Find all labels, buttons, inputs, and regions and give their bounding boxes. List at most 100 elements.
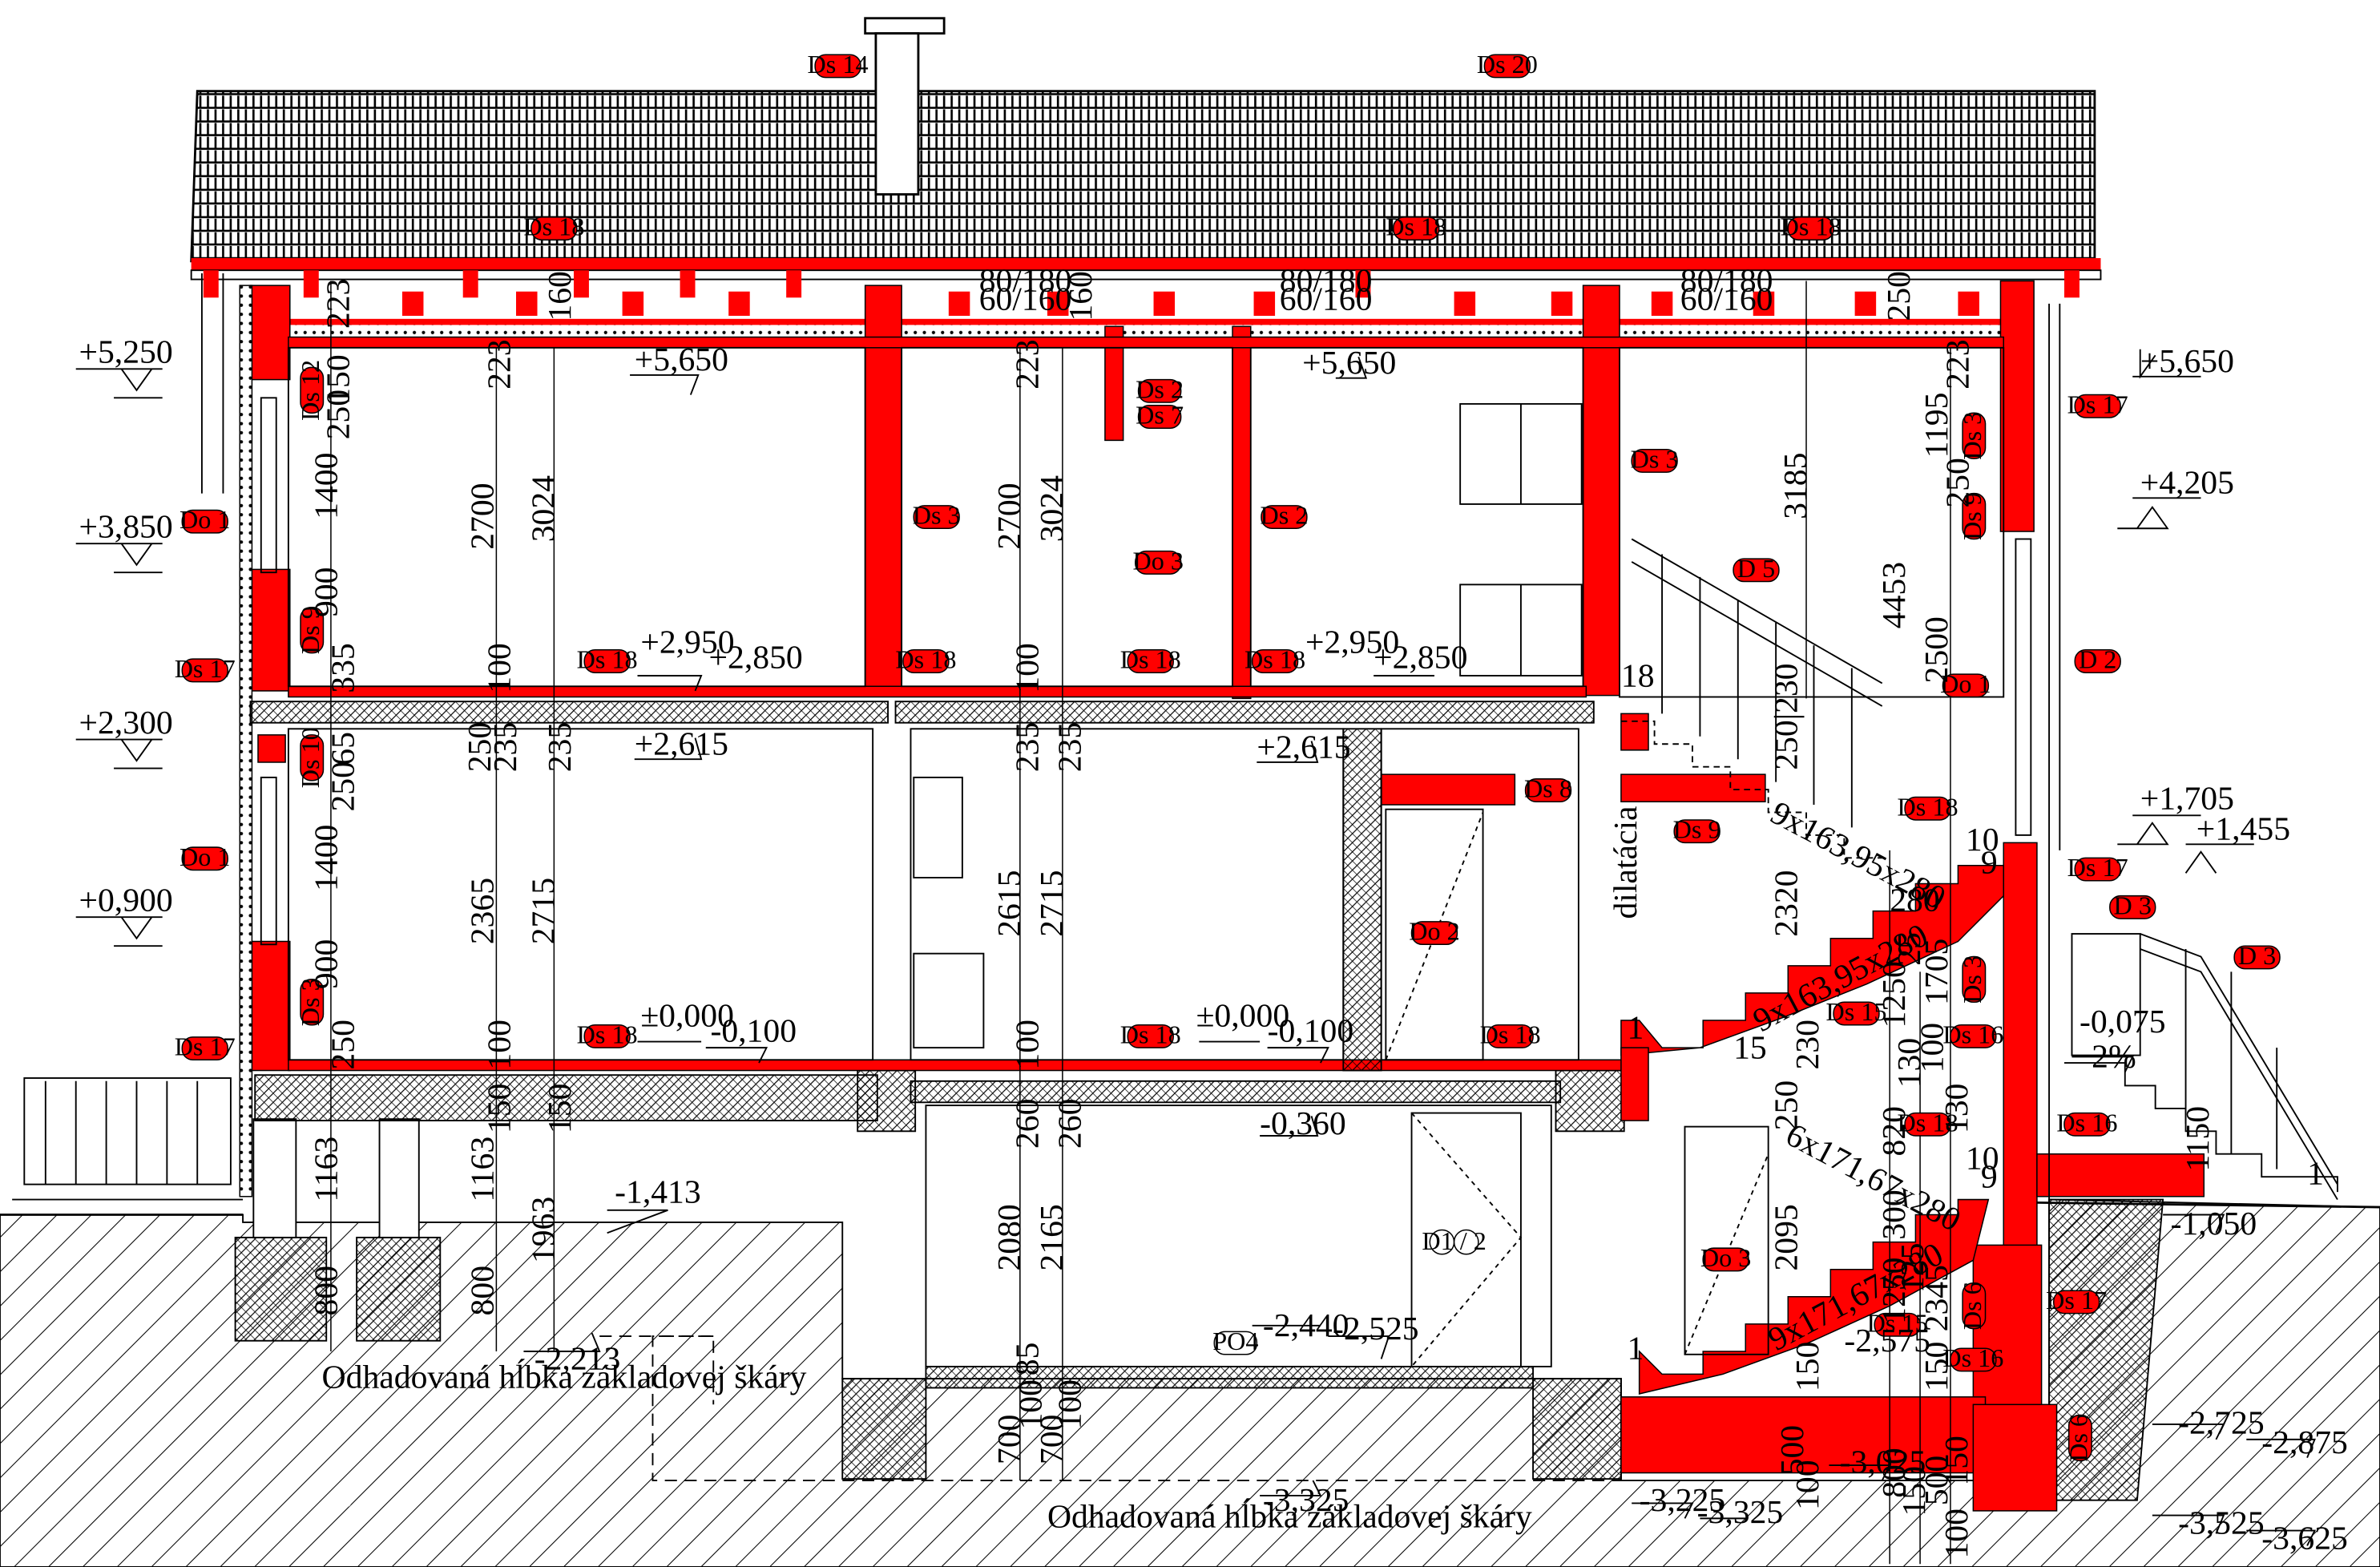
dim-100: 100 [1010,1020,1047,1069]
tag-do1: Do 1 [180,842,230,871]
level-2615: +2,615 [635,726,728,763]
notes: Odhadovaná hĺbka základovej škáry Odhado… [322,1357,1532,1535]
tag-ds8: Ds 8 [1524,774,1572,803]
dim-2500: 2500 [1918,616,1955,683]
tag-po4: PO4 [1212,1327,1258,1355]
tag-ds9: Ds 9 [296,606,325,654]
dim-260: 260 [1052,1099,1089,1149]
dim-260: 260 [1010,1099,1047,1149]
dim-235: 235 [1052,722,1089,772]
tag-do1: Do 1 [180,505,230,534]
tag-ds18: Ds 18 [1781,212,1841,241]
dim-3185: 3185 [1777,453,1814,519]
dim-900: 900 [308,939,345,989]
tag-ds6: Ds 6 [2063,1414,2092,1462]
dim-800: 800 [465,1266,502,1315]
dim-1400: 1400 [308,825,345,891]
tag-ds18: Ds 18 [1120,645,1181,674]
tag-do3: Do 3 [1132,546,1183,575]
tag-ds3: Ds 3 [1631,444,1679,473]
level-0000: ±0,000 [640,998,734,1035]
dim-9: 9 [1981,844,1998,881]
tag-d5: D 5 [1737,554,1775,583]
level-m2525: -2,525 [1333,1311,1419,1347]
dim-150: 150 [542,1084,579,1133]
dim-65: 65 [325,732,361,765]
dim-1163: 1163 [308,1137,345,1202]
dim-150: 150 [1918,1342,1955,1391]
note-foundation-depth-2: Odhadovaná hĺbka základovej škáry [1047,1497,1532,1536]
tag-do2: Do 2 [1409,917,1459,946]
dim-rafter2: 60/160 [979,281,1072,317]
tag-ds18: Ds 18 [1120,1020,1181,1048]
dim-800: 800 [1876,1448,1913,1497]
level-m3525: -3,525 [2178,1504,2265,1541]
tag-door: D1 / 2 [1422,1226,1486,1255]
dim-160: 160 [1063,271,1099,321]
dim-900: 900 [308,567,345,617]
dim-rafter2: 60/160 [1680,281,1773,317]
dim-rafter: 80/180 [1280,263,1373,300]
tag-ds18: Ds 18 [1480,1020,1541,1048]
dim-250: 250 [1881,271,1918,321]
dim-250: 250 [321,390,357,439]
tag-do1: Do 1 [1940,669,1991,698]
dim-4453: 4453 [1876,562,1913,628]
note-dilatacia: dilatácia [1608,806,1644,919]
note-foundation-depth: Odhadovaná hĺbka základovej škáry [322,1357,807,1395]
dim-100: 100 [1012,1379,1049,1429]
tag-ds16: Ds 16 [1942,1020,2003,1048]
dim-1: 1 [1628,1010,1644,1047]
dim-235: 235 [1010,722,1047,772]
level-2950: +2,950 [640,624,734,661]
tag-d3: D 3 [2114,891,2152,919]
tag-ds2: Ds 2 [1260,501,1308,530]
dim-25: 25 [1891,932,1928,966]
dim-rafter2: 60/160 [1280,281,1373,317]
walls-cut [239,280,2205,1512]
level-m3325: -3,325 [1263,1482,1349,1519]
level-labels: +5,250 +3,850 +2,300 +0,900 +5,650 +5,65… [79,334,2347,1557]
level-symbols [75,349,2317,1546]
dim-700: 700 [1034,1415,1071,1464]
dim-280: 280 [1890,882,1939,919]
level-m1413: -1,413 [615,1173,701,1210]
dim-150: 150 [1896,1466,1933,1516]
level-1705: +1,705 [2140,781,2234,818]
dim-2080: 2080 [991,1204,1028,1270]
dim-2095: 2095 [1769,1204,1805,1270]
tag-ds18: Ds 18 [1898,792,1958,821]
dim-223: 223 [321,279,357,329]
dim-1963: 1963 [525,1197,562,1263]
tag-ds2: Ds 2 [1136,374,1184,403]
tag-ds18: Ds 18 [1244,645,1305,674]
dim-2320: 2320 [1769,870,1805,936]
rafter-marks [203,270,2079,325]
dim-rafter: 80/180 [1680,263,1773,300]
dim-2700: 2700 [465,483,502,549]
dim-250-230: 250|230 [1769,663,1805,769]
dim-2615: 2615 [991,870,1028,936]
tag-ds9: Ds 9 [1958,492,1987,540]
tag-ds18: Ds 18 [577,1020,638,1048]
dim-15: 15 [1733,1029,1767,1066]
dim-250: 250 [1940,458,1977,507]
level-m2575: -2,575 [1844,1323,1930,1359]
dim-150: 150 [321,354,357,404]
tag-ds3: Ds 3 [913,501,961,530]
tag-labels: Ds 14 Ds 20 Ds 18 Ds 18 Ds 18 Do 1 Do 1 … [175,50,2277,1462]
dim-160: 160 [542,271,579,321]
level-m0100: -0,100 [1268,1013,1354,1050]
tag-outline [1213,1229,1479,1355]
dim-1163: 1163 [465,1137,502,1202]
dim-800: 800 [308,1266,345,1315]
dim-335: 335 [325,643,361,693]
level-2300: +2,300 [79,705,172,741]
dim-100: 100 [1789,1460,1826,1509]
dim-3024: 3024 [1034,475,1071,542]
dim-820: 820 [1876,1106,1913,1156]
level-m2875: -2,875 [2261,1424,2348,1461]
tag-ds9: Ds 9 [1673,815,1721,844]
dim-100: 100 [1010,643,1047,693]
level-m0100: -0,100 [710,1013,797,1050]
